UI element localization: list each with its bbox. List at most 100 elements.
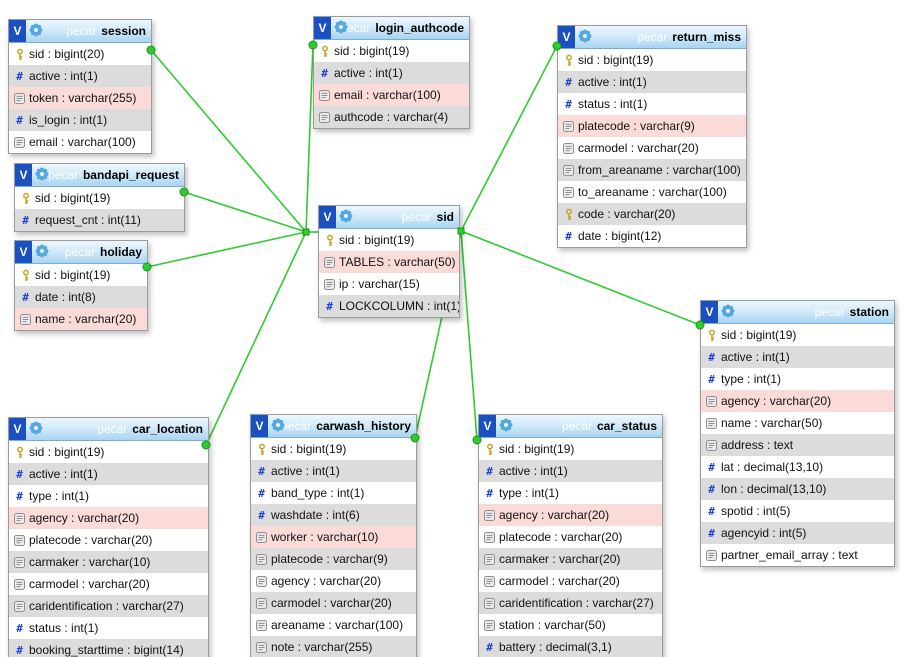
column-row-carwash_history-band_type[interactable]: #band_type : int(1) — [251, 482, 416, 504]
relationship-line-login_authcode[interactable] — [305, 44, 314, 233]
column-row-sid-ip[interactable]: ip : varchar(15) — [319, 273, 459, 295]
column-row-return_miss-active[interactable]: #active : int(1) — [558, 71, 746, 93]
column-row-sid-TABLES[interactable]: TABLES : varchar(50) — [319, 251, 459, 273]
column-row-session-token[interactable]: token : varchar(255) — [9, 87, 151, 109]
column-row-carwash_history-worker[interactable]: worker : varchar(10) — [251, 526, 416, 548]
column-row-carwash_history-active[interactable]: #active : int(1) — [251, 460, 416, 482]
column-row-station-agencyid[interactable]: #agencyid : int(5) — [701, 522, 894, 544]
column-row-sid-sid[interactable]: sid : bigint(19) — [319, 229, 459, 251]
column-row-station-lon[interactable]: #lon : decimal(13,10) — [701, 478, 894, 500]
column-row-car_status-battery[interactable]: #battery : decimal(3,1) — [479, 636, 662, 657]
column-row-station-partner_email_array[interactable]: partner_email_array : text — [701, 544, 894, 566]
column-row-station-type[interactable]: #type : int(1) — [701, 368, 894, 390]
column-row-return_miss-to_areaname[interactable]: to_areaname : varchar(100) — [558, 181, 746, 203]
column-row-login_authcode-sid[interactable]: sid : bigint(19) — [314, 40, 469, 62]
column-row-carwash_history-carmodel[interactable]: carmodel : varchar(20) — [251, 592, 416, 614]
column-row-station-spotid[interactable]: #spotid : int(5) — [701, 500, 894, 522]
column-row-car_location-active[interactable]: #active : int(1) — [9, 463, 208, 485]
column-row-carwash_history-sid[interactable]: sid : bigint(19) — [251, 438, 416, 460]
column-row-station-sid[interactable]: sid : bigint(19) — [701, 324, 894, 346]
column-row-session-email[interactable]: email : varchar(100) — [9, 131, 151, 153]
column-row-holiday-sid[interactable]: sid : bigint(19) — [15, 264, 147, 286]
column-row-car_location-caridentification[interactable]: caridentification : varchar(27) — [9, 595, 208, 617]
relationship-line-car_location[interactable] — [205, 231, 307, 446]
column-row-car_location-agency[interactable]: agency : varchar(20) — [9, 507, 208, 529]
column-row-car_location-status[interactable]: #status : int(1) — [9, 617, 208, 639]
column-row-station-active[interactable]: #active : int(1) — [701, 346, 894, 368]
column-row-car_status-sid[interactable]: sid : bigint(19) — [479, 438, 662, 460]
gear-icon — [339, 209, 353, 226]
column-row-carwash_history-platecode[interactable]: platecode : varchar(9) — [251, 548, 416, 570]
column-row-carwash_history-areaname[interactable]: areaname : varchar(100) — [251, 614, 416, 636]
column-row-carwash_history-agency[interactable]: agency : varchar(20) — [251, 570, 416, 592]
column-row-carwash_history-note[interactable]: note : varchar(255) — [251, 636, 416, 657]
column-row-car_status-active[interactable]: #active : int(1) — [479, 460, 662, 482]
relationship-line-session[interactable] — [150, 49, 307, 233]
column-row-login_authcode-active[interactable]: #active : int(1) — [314, 62, 469, 84]
column-row-login_authcode-authcode[interactable]: authcode : varchar(4) — [314, 106, 469, 128]
column-row-station-address[interactable]: address : text — [701, 434, 894, 456]
column-row-station-agency[interactable]: agency : varchar(20) — [701, 390, 894, 412]
column-row-car_location-carmaker[interactable]: carmaker : varchar(10) — [9, 551, 208, 573]
column-row-car_status-platecode[interactable]: platecode : varchar(20) — [479, 526, 662, 548]
column-row-return_miss-carmodel[interactable]: carmodel : varchar(20) — [558, 137, 746, 159]
column-row-login_authcode-email[interactable]: email : varchar(100) — [314, 84, 469, 106]
relationship-line-station[interactable] — [460, 230, 701, 326]
column-row-car_status-station[interactable]: station : varchar(50) — [479, 614, 662, 636]
column-row-station-lat[interactable]: #lat : decimal(13,10) — [701, 456, 894, 478]
column-row-bandapi_request-request_cnt[interactable]: #request_cnt : int(11) — [15, 209, 184, 231]
column-row-car_location-carmodel[interactable]: carmodel : varchar(20) — [9, 573, 208, 595]
relationship-line-return_miss[interactable] — [460, 45, 558, 232]
numeric-column-icon: # — [321, 66, 328, 80]
relationship-line-holiday[interactable] — [146, 231, 307, 268]
column-row-return_miss-platecode[interactable]: platecode : varchar(9) — [558, 115, 746, 137]
column-row-return_miss-sid[interactable]: sid : bigint(19) — [558, 49, 746, 71]
column-row-holiday-date[interactable]: #date : int(8) — [15, 286, 147, 308]
column-row-car_location-booking_starttime[interactable]: #booking_starttime : bigint(14) — [9, 639, 208, 657]
column-row-return_miss-code[interactable]: code : varchar(20) — [558, 203, 746, 225]
table-header-login_authcode[interactable]: Vpecarlogin_authcode — [314, 17, 469, 40]
relationship-line-car_status[interactable] — [460, 230, 478, 441]
column-row-session-sid[interactable]: sid : bigint(20) — [9, 43, 151, 65]
column-row-carwash_history-washdate[interactable]: #washdate : int(6) — [251, 504, 416, 526]
column-row-session-active[interactable]: #active : int(1) — [9, 65, 151, 87]
column-row-car_location-platecode[interactable]: platecode : varchar(20) — [9, 529, 208, 551]
column-row-return_miss-date[interactable]: #date : bigint(12) — [558, 225, 746, 247]
column-row-car_location-sid[interactable]: sid : bigint(19) — [9, 441, 208, 463]
column-row-car_status-carmodel[interactable]: carmodel : varchar(20) — [479, 570, 662, 592]
column-row-session-is_login[interactable]: #is_login : int(1) — [9, 109, 151, 131]
column-row-sid-LOCKCOLUMN[interactable]: #LOCKCOLUMN : int(1) — [319, 295, 459, 317]
column-row-bandapi_request-sid[interactable]: sid : bigint(19) — [15, 187, 184, 209]
column-row-car_location-type[interactable]: #type : int(1) — [9, 485, 208, 507]
column-row-return_miss-from_areaname[interactable]: from_areaname : varchar(100) — [558, 159, 746, 181]
column-row-car_status-carmaker[interactable]: carmaker : varchar(20) — [479, 548, 662, 570]
column-row-car_status-agency[interactable]: agency : varchar(20) — [479, 504, 662, 526]
column-row-return_miss-status[interactable]: #status : int(1) — [558, 93, 746, 115]
column-row-holiday-name[interactable]: name : varchar(20) — [15, 308, 147, 330]
relationship-line-bandapi_request[interactable] — [183, 191, 307, 233]
column-row-car_status-caridentification[interactable]: caridentification : varchar(27) — [479, 592, 662, 614]
column-name: areaname — [271, 618, 326, 632]
column-row-car_status-type[interactable]: #type : int(1) — [479, 482, 662, 504]
column-row-station-name[interactable]: name : varchar(50) — [701, 412, 894, 434]
table-header-carwash_history[interactable]: Vpecarcarwash_history — [251, 415, 416, 438]
